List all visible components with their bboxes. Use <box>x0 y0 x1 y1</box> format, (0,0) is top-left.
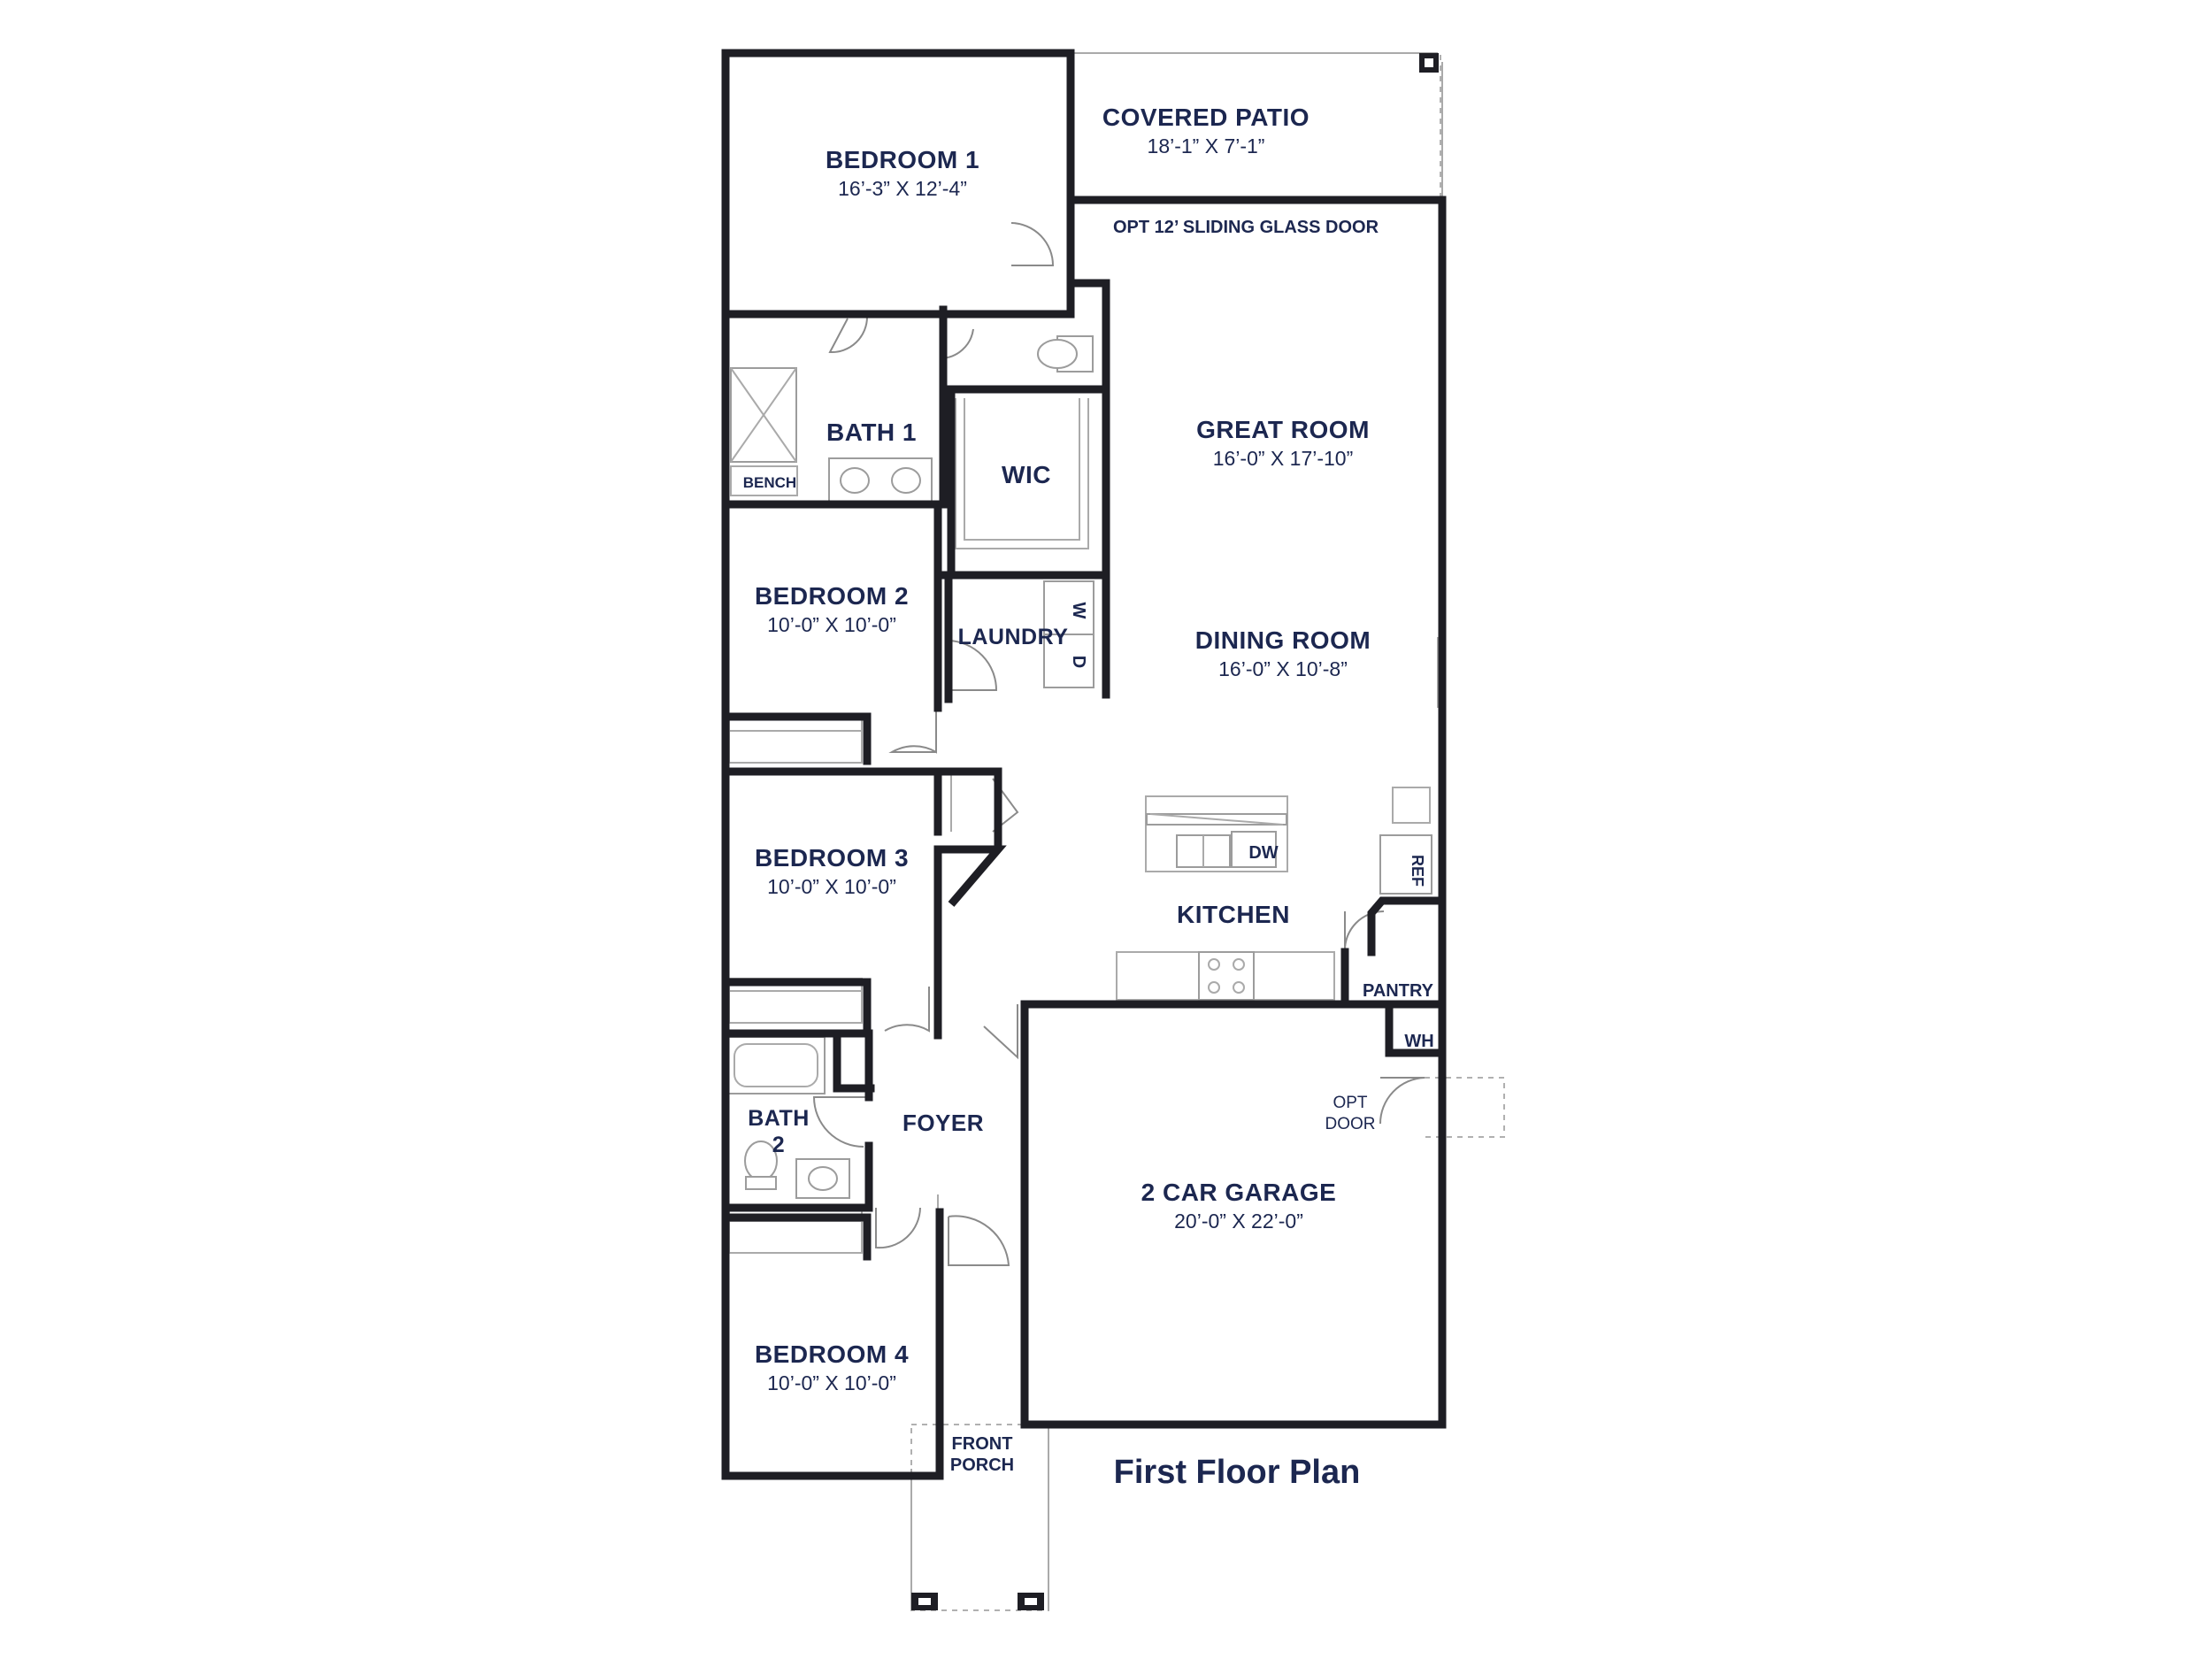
bench-label: BENCH <box>743 474 796 491</box>
pantry-label: PANTRY <box>1363 981 1434 1001</box>
dining-room-size: 16’-0” X 10’-8” <box>1218 657 1348 680</box>
refrigerator-label: REF <box>1409 855 1426 887</box>
laundry-label: LAUNDRY <box>958 625 1069 649</box>
garage-label: 2 CAR GARAGE <box>1141 1179 1337 1206</box>
great-room-label: GREAT ROOM <box>1196 416 1370 443</box>
front-porch-outline <box>910 1424 1049 1611</box>
sliding-door-label: OPT 12’ SLIDING GLASS DOOR <box>1113 218 1379 237</box>
covered-patio-label: COVERED PATIO <box>1102 104 1310 131</box>
bedroom-2-label: BEDROOM 2 <box>755 582 909 610</box>
front-porch-label-line1: FRONT <box>952 1434 1013 1454</box>
dryer-label: D <box>1069 656 1088 668</box>
bathtub-icon <box>726 1036 826 1094</box>
sink-icon <box>891 467 921 494</box>
opt-door-label-line1: OPT <box>1333 1094 1367 1112</box>
bedroom-4-size: 10’-0” X 10’-0” <box>767 1371 896 1394</box>
water-heater-label: WH <box>1404 1032 1433 1051</box>
bedroom-2-size: 10’-0” X 10’-0” <box>767 613 896 636</box>
wic-label: WIC <box>1002 461 1051 488</box>
bedroom-3-label: BEDROOM 3 <box>755 844 909 872</box>
wic-shelving <box>955 398 1089 549</box>
kitchen-label: KITCHEN <box>1177 901 1290 928</box>
front-porch-label-line2: PORCH <box>950 1455 1014 1475</box>
room-labels: COVERED PATIO 18’-1” X 7’-1” BEDROOM 1 1… <box>743 104 1434 1491</box>
opt-door-label-line2: DOOR <box>1325 1115 1376 1133</box>
covered-patio-size: 18’-1” X 7’-1” <box>1148 134 1265 157</box>
bedroom-3-size: 10’-0” X 10’-0” <box>767 875 896 898</box>
sink-icon <box>840 467 870 494</box>
dishwasher-icon <box>1231 831 1277 868</box>
great-room-size: 16’-0” X 17’-10” <box>1213 447 1354 470</box>
kitchen-fixtures <box>1116 787 1432 1001</box>
bedroom-1-label: BEDROOM 1 <box>826 146 979 173</box>
bath-2-label-line2: 2 <box>772 1133 785 1157</box>
bath-1-fixtures <box>730 335 1094 503</box>
dryer-icon <box>1043 634 1094 688</box>
bath-2-fixtures <box>726 1036 850 1199</box>
washer-dryer <box>1043 580 1094 688</box>
range-icon <box>1198 951 1255 1001</box>
bedroom-4-label: BEDROOM 4 <box>755 1340 909 1368</box>
foyer-label: FOYER <box>902 1110 984 1136</box>
bath-1-label: BATH 1 <box>826 419 917 446</box>
dining-room-label: DINING ROOM <box>1195 626 1371 654</box>
sink-icon <box>808 1166 838 1191</box>
plan-title: First Floor Plan <box>1114 1454 1361 1491</box>
bedroom-1-size: 16’-3” X 12’-4” <box>838 177 967 200</box>
bath-2-label-line1: BATH <box>748 1106 810 1131</box>
walls <box>721 49 1447 1480</box>
washer-label: W <box>1069 603 1088 619</box>
refrigerator-icon <box>1379 834 1432 895</box>
kitchen-island <box>1145 795 1288 872</box>
dishwasher-label: DW <box>1248 843 1278 863</box>
window-marks <box>725 52 1439 1477</box>
garage-size: 20’-0” X 22’-0” <box>1174 1210 1303 1233</box>
